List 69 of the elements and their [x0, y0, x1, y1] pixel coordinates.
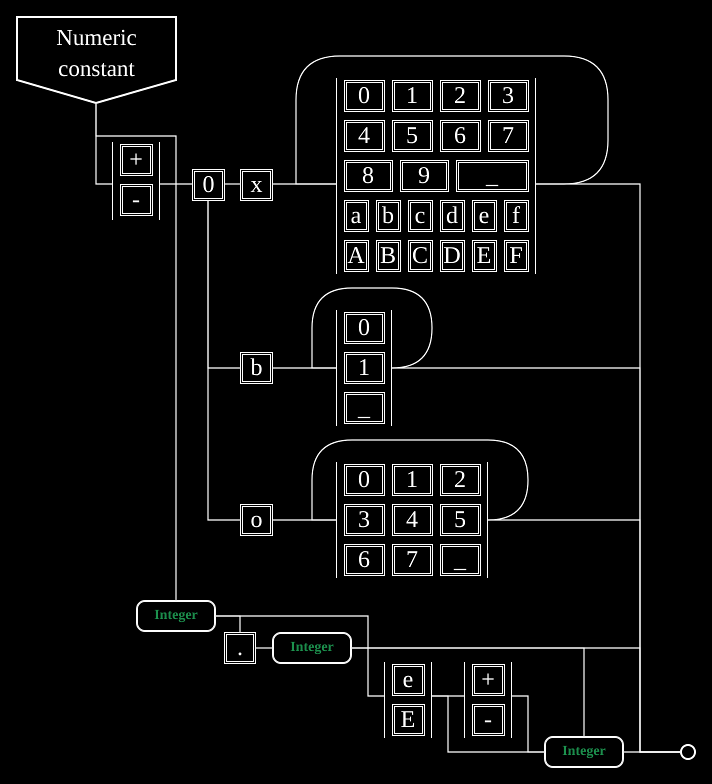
- terminal-box: d: [440, 200, 464, 232]
- track-line: [95, 104, 177, 600]
- terminal-box: 4: [392, 504, 432, 536]
- repeat-loop: [295, 55, 609, 185]
- terminal-box: b: [240, 352, 273, 384]
- start-pentagon: Numeric constant: [16, 16, 177, 104]
- choice-group: [112, 142, 160, 220]
- terminal-box: B: [376, 240, 400, 272]
- terminal-box: 1: [344, 352, 384, 384]
- track-line: [256, 647, 272, 649]
- terminal-box: 2: [440, 80, 480, 112]
- terminal-box: a: [344, 200, 368, 232]
- terminal-box: 3: [344, 504, 384, 536]
- choice-group: [336, 310, 392, 426]
- terminal-box: +: [120, 144, 152, 176]
- track-line: [207, 201, 240, 521]
- nonterminal-box: Integer: [544, 736, 624, 768]
- terminal-box: _: [344, 392, 384, 424]
- terminal-box: -: [120, 184, 152, 216]
- terminal-box: 7: [488, 120, 528, 152]
- track-line: [624, 751, 680, 753]
- choice-group: [336, 78, 536, 274]
- terminal-box: E: [392, 704, 424, 736]
- terminal-box: 0: [192, 169, 225, 201]
- track-line: [352, 647, 585, 736]
- terminal-box: 4: [344, 120, 384, 152]
- choice-group: [336, 462, 488, 578]
- terminal-box: c: [408, 200, 432, 232]
- terminal-box: o: [240, 504, 273, 536]
- terminal-box: 9: [400, 160, 448, 192]
- terminal-box: .: [224, 632, 256, 664]
- terminal-box: b: [376, 200, 400, 232]
- choice-group: [384, 662, 432, 738]
- nonterminal-box: Integer: [272, 632, 352, 664]
- repeat-loop: [311, 439, 529, 521]
- terminal-box: 5: [440, 504, 480, 536]
- terminal-box: C: [408, 240, 432, 272]
- terminal-box: 5: [392, 120, 432, 152]
- end-circle: [680, 744, 696, 760]
- terminal-box: e: [392, 664, 424, 696]
- terminal-box: _: [456, 160, 528, 192]
- terminal-box: x: [240, 169, 273, 201]
- terminal-box: f: [504, 200, 528, 232]
- terminal-box: 2: [440, 464, 480, 496]
- track-line: [216, 615, 384, 697]
- track-line: [160, 183, 192, 185]
- terminal-box: 1: [392, 80, 432, 112]
- terminal-box: 0: [344, 464, 384, 496]
- terminal-box: -: [472, 704, 504, 736]
- track-line: [512, 695, 544, 753]
- terminal-box: E: [472, 240, 496, 272]
- terminal-box: 0: [344, 312, 384, 344]
- terminal-box: 6: [344, 544, 384, 576]
- terminal-box: +: [472, 664, 504, 696]
- terminal-box: 1: [392, 464, 432, 496]
- nonterminal-box: Integer: [136, 600, 216, 632]
- terminal-box: 8: [344, 160, 392, 192]
- terminal-box: 0: [344, 80, 384, 112]
- choice-group: [464, 662, 512, 738]
- terminal-box: A: [344, 240, 368, 272]
- terminal-box: e: [472, 200, 496, 232]
- terminal-box: 7: [392, 544, 432, 576]
- terminal-box: _: [440, 544, 480, 576]
- terminal-box: F: [504, 240, 528, 272]
- repeat-loop: [311, 287, 433, 369]
- terminal-box: 3: [488, 80, 528, 112]
- track-line: [225, 183, 240, 185]
- terminal-box: 6: [440, 120, 480, 152]
- terminal-box: D: [440, 240, 464, 272]
